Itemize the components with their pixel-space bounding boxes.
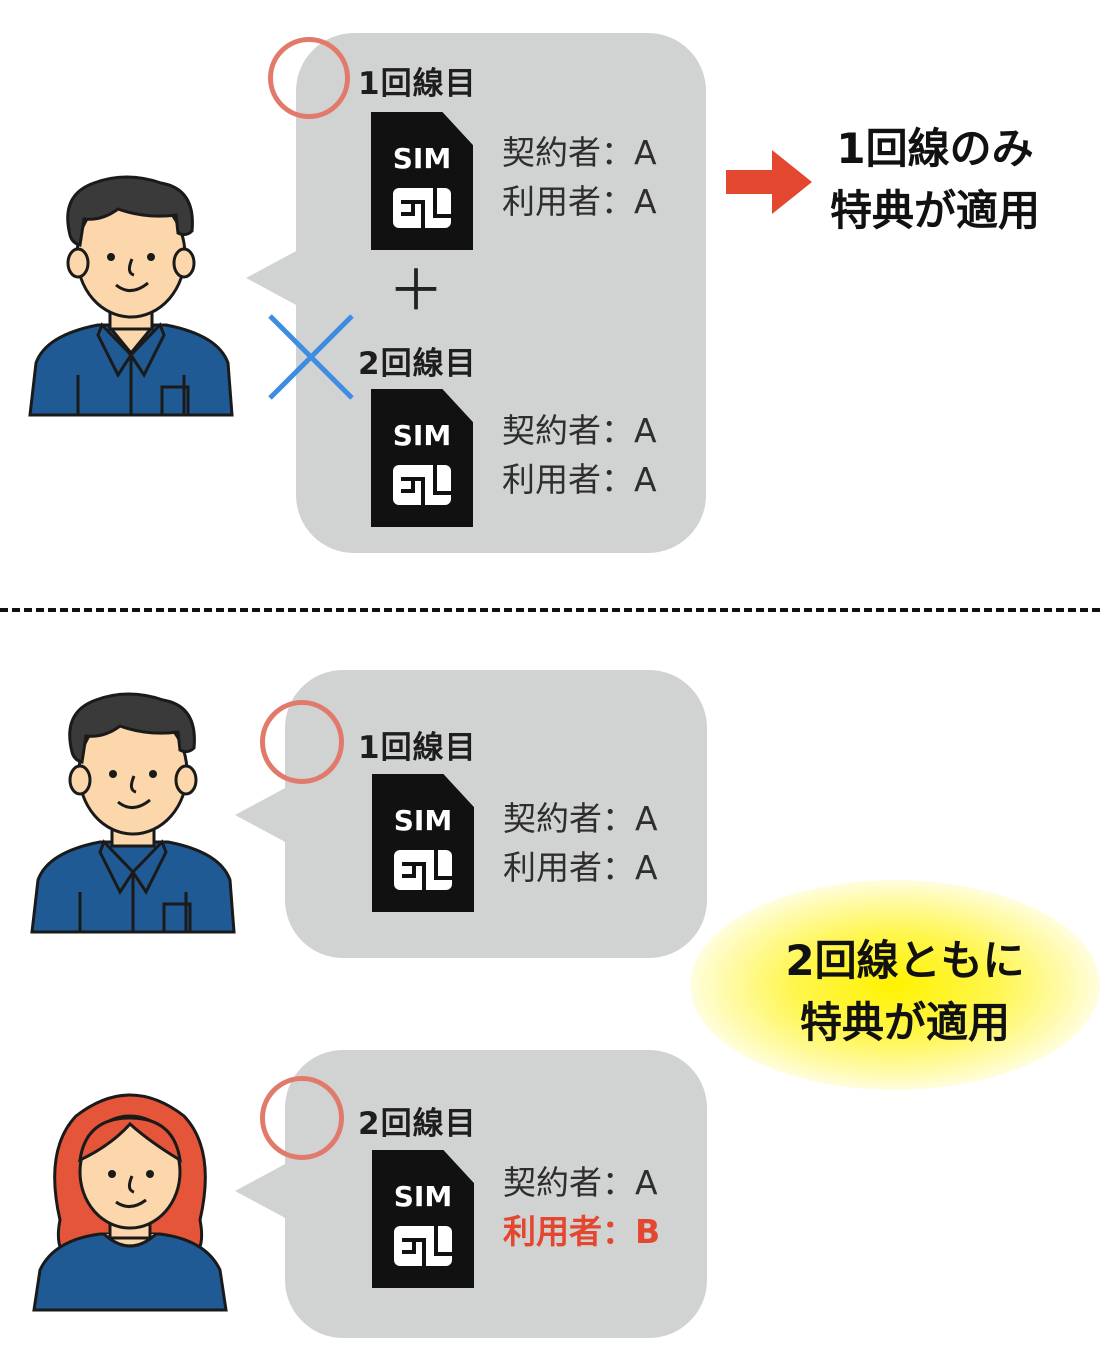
result-line1: 2回線ともに (785, 936, 1025, 985)
user-text: 利用者：A (503, 848, 658, 887)
line2-label: 2回線目 (358, 346, 477, 382)
sim-chip-icon (394, 1226, 452, 1266)
speech-bubble-bottom-1 (285, 670, 707, 958)
speech-bubble-tail (246, 250, 298, 306)
section-divider (0, 608, 1100, 612)
contractor-text: 契約者：A (502, 133, 657, 172)
ok-circle-icon (260, 1076, 344, 1160)
sim-card-icon: SIM (372, 1150, 474, 1288)
result-line2: 特典が適用 (829, 186, 1040, 235)
speech-bubble-tail (235, 1163, 287, 1219)
sim-chip-icon (393, 188, 451, 228)
highlight-glow (690, 880, 1100, 1090)
ok-circle-icon (260, 700, 344, 784)
sim-card-icon: SIM (371, 389, 473, 527)
woman-avatar (32, 1093, 228, 1312)
contractor-text: 契約者：A (503, 799, 658, 838)
speech-bubble-top (296, 33, 706, 553)
contractor-text: 契約者：A (503, 1163, 658, 1202)
right-arrow-icon (726, 150, 812, 214)
line2-label: 2回線目 (358, 1106, 477, 1142)
user-text-highlight: 利用者：B (503, 1212, 661, 1251)
sim-text: SIM (392, 419, 452, 452)
line1-info: 契約者：A 利用者：A (502, 128, 657, 226)
sim-chip-icon (394, 850, 452, 890)
speech-bubble-tail (235, 787, 287, 843)
result-line1: 1回線のみ (836, 124, 1034, 173)
result-line2: 特典が適用 (799, 998, 1010, 1047)
ng-cross-icon (268, 314, 354, 400)
sim-text: SIM (393, 1180, 453, 1213)
bottom-result: 2回線ともに 特典が適用 (745, 930, 1065, 1054)
sim-chip-icon (393, 465, 451, 505)
line1-label: 1回線目 (358, 66, 477, 102)
top-result: 1回線のみ 特典が適用 (810, 118, 1060, 242)
ok-circle-icon (268, 37, 350, 119)
speech-bubble-bottom-2 (285, 1050, 707, 1338)
man-avatar (28, 175, 234, 417)
user-text: 利用者：A (502, 460, 657, 499)
line2-info: 契約者：A 利用者：A (502, 406, 657, 504)
sim-text: SIM (393, 804, 453, 837)
contractor-text: 契約者：A (502, 411, 657, 450)
sim-card-icon: SIM (372, 774, 474, 912)
sim-text: SIM (392, 142, 452, 175)
line2-info: 契約者：A 利用者：B (503, 1158, 660, 1256)
plus-sign: ＋ (388, 259, 444, 324)
sim-card-icon: SIM (371, 112, 473, 250)
line1-info: 契約者：A 利用者：A (503, 794, 658, 892)
man-avatar (30, 692, 236, 934)
line1-label: 1回線目 (358, 730, 477, 766)
user-text: 利用者：A (502, 182, 657, 221)
